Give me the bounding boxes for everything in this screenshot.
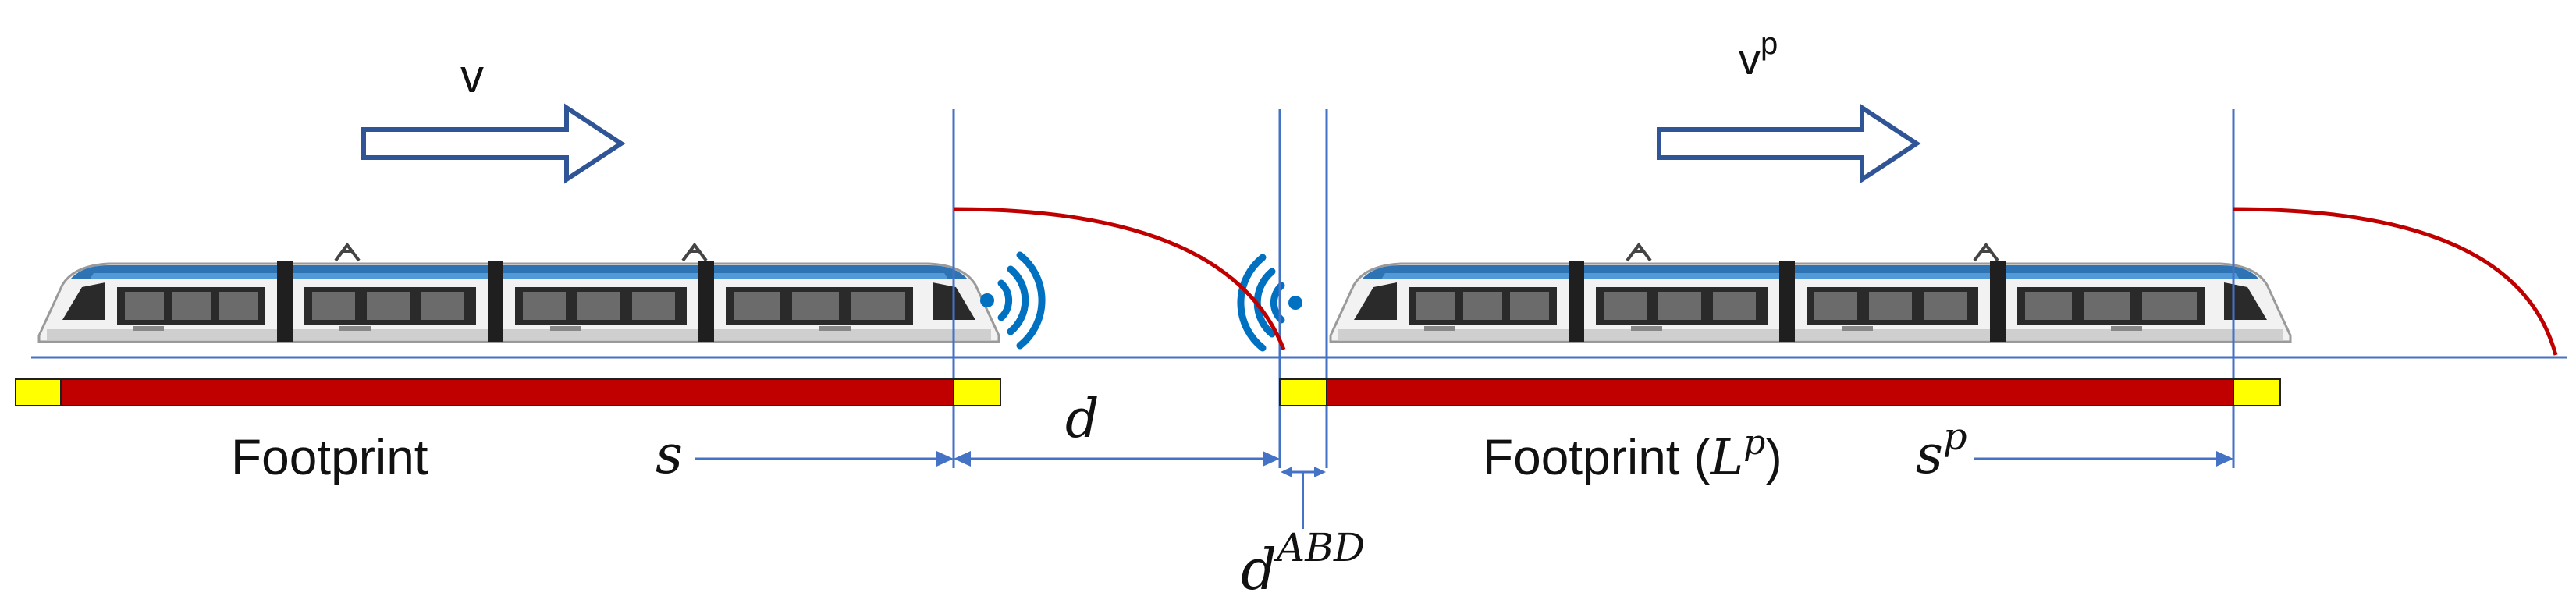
abd-arrowhead-left xyxy=(1281,467,1292,477)
abd-label: dABD xyxy=(1241,525,1365,602)
velocity-pred-label: vp xyxy=(1739,27,1778,83)
footprint-own-bar xyxy=(15,378,1001,406)
distance-label: d xyxy=(1065,389,1100,450)
braking-curve-pred xyxy=(2233,207,2558,356)
velocity-pred-sup: p xyxy=(1761,27,1778,61)
braking-curve-own xyxy=(953,207,1286,350)
velocity-own-label: v xyxy=(460,50,484,102)
footprint-pred-label: Footprint (Lp) xyxy=(1483,423,1782,487)
abd-arrowhead-right xyxy=(1314,467,1326,477)
velocity-arrow-pred xyxy=(1659,108,1917,179)
position-pred-arrowhead xyxy=(2216,451,2233,467)
distance-arrowhead-right xyxy=(1263,451,1280,467)
own-train-icon xyxy=(37,243,1000,343)
position-own-arrowhead xyxy=(936,451,954,467)
footprint-own-label: Footprint xyxy=(231,429,428,485)
velocity-arrow-own xyxy=(364,108,621,179)
footprint-pred-bar xyxy=(1279,378,2281,406)
position-pred-label: sp xyxy=(1916,415,1967,486)
distance-arrowhead-left xyxy=(954,451,971,467)
pred-train-icon xyxy=(1329,243,2292,343)
position-own-label: s xyxy=(656,424,683,486)
wireless-signal-in-icon xyxy=(1241,257,1302,348)
